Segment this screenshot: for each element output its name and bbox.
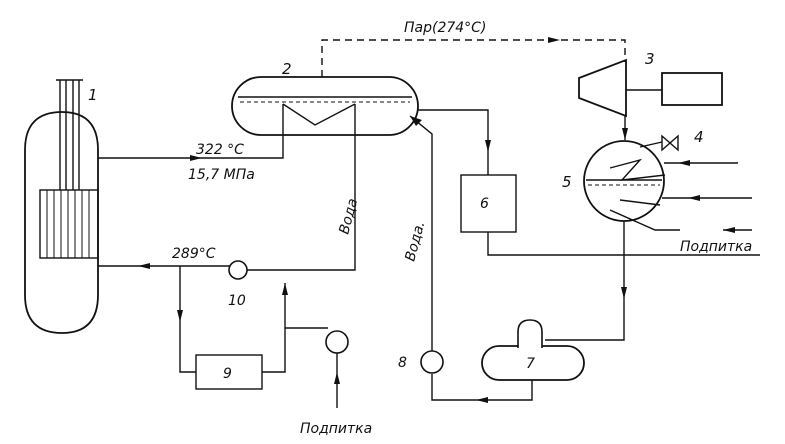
pump-10-number: 10 (228, 293, 246, 309)
primary-cold-leg (246, 104, 356, 271)
steam-label: Пар(274°С) (404, 20, 486, 36)
steam-line (321, 39, 626, 77)
pressure-label: 15,7 МПа (188, 167, 255, 183)
generator (661, 72, 723, 106)
pump-10 (228, 260, 248, 280)
primary-makeup-pump (325, 330, 349, 354)
condenser-number: 5 (562, 173, 572, 191)
water-secondary-label: Вода. (402, 219, 428, 263)
reactor-vessel (24, 79, 99, 334)
purification-loop (179, 266, 196, 373)
unit-9-number: 9 (223, 366, 232, 382)
turbine (578, 58, 627, 118)
pump-8-number: 8 (398, 355, 407, 371)
reactor-number: 1 (88, 86, 98, 104)
water-primary-label: Вода (336, 197, 361, 236)
makeup-secondary-label: Подпитка (680, 239, 752, 255)
primary-hot-leg (98, 104, 284, 159)
steam-generator (231, 76, 419, 136)
unit-7-number: 7 (526, 356, 535, 372)
pump-8 (420, 350, 444, 374)
hot-temperature-label: 322 °С (196, 142, 244, 158)
steam-generator-number: 2 (282, 60, 292, 78)
cold-temperature-label: 289°С (172, 246, 216, 262)
unit-6-number: 6 (480, 196, 489, 212)
ejector-number: 4 (694, 128, 704, 146)
condenser (583, 140, 752, 222)
unit-7 (481, 319, 585, 381)
ejector (639, 134, 679, 152)
makeup-primary-label: Подпитка (300, 421, 372, 437)
turbine-number: 3 (645, 50, 655, 68)
